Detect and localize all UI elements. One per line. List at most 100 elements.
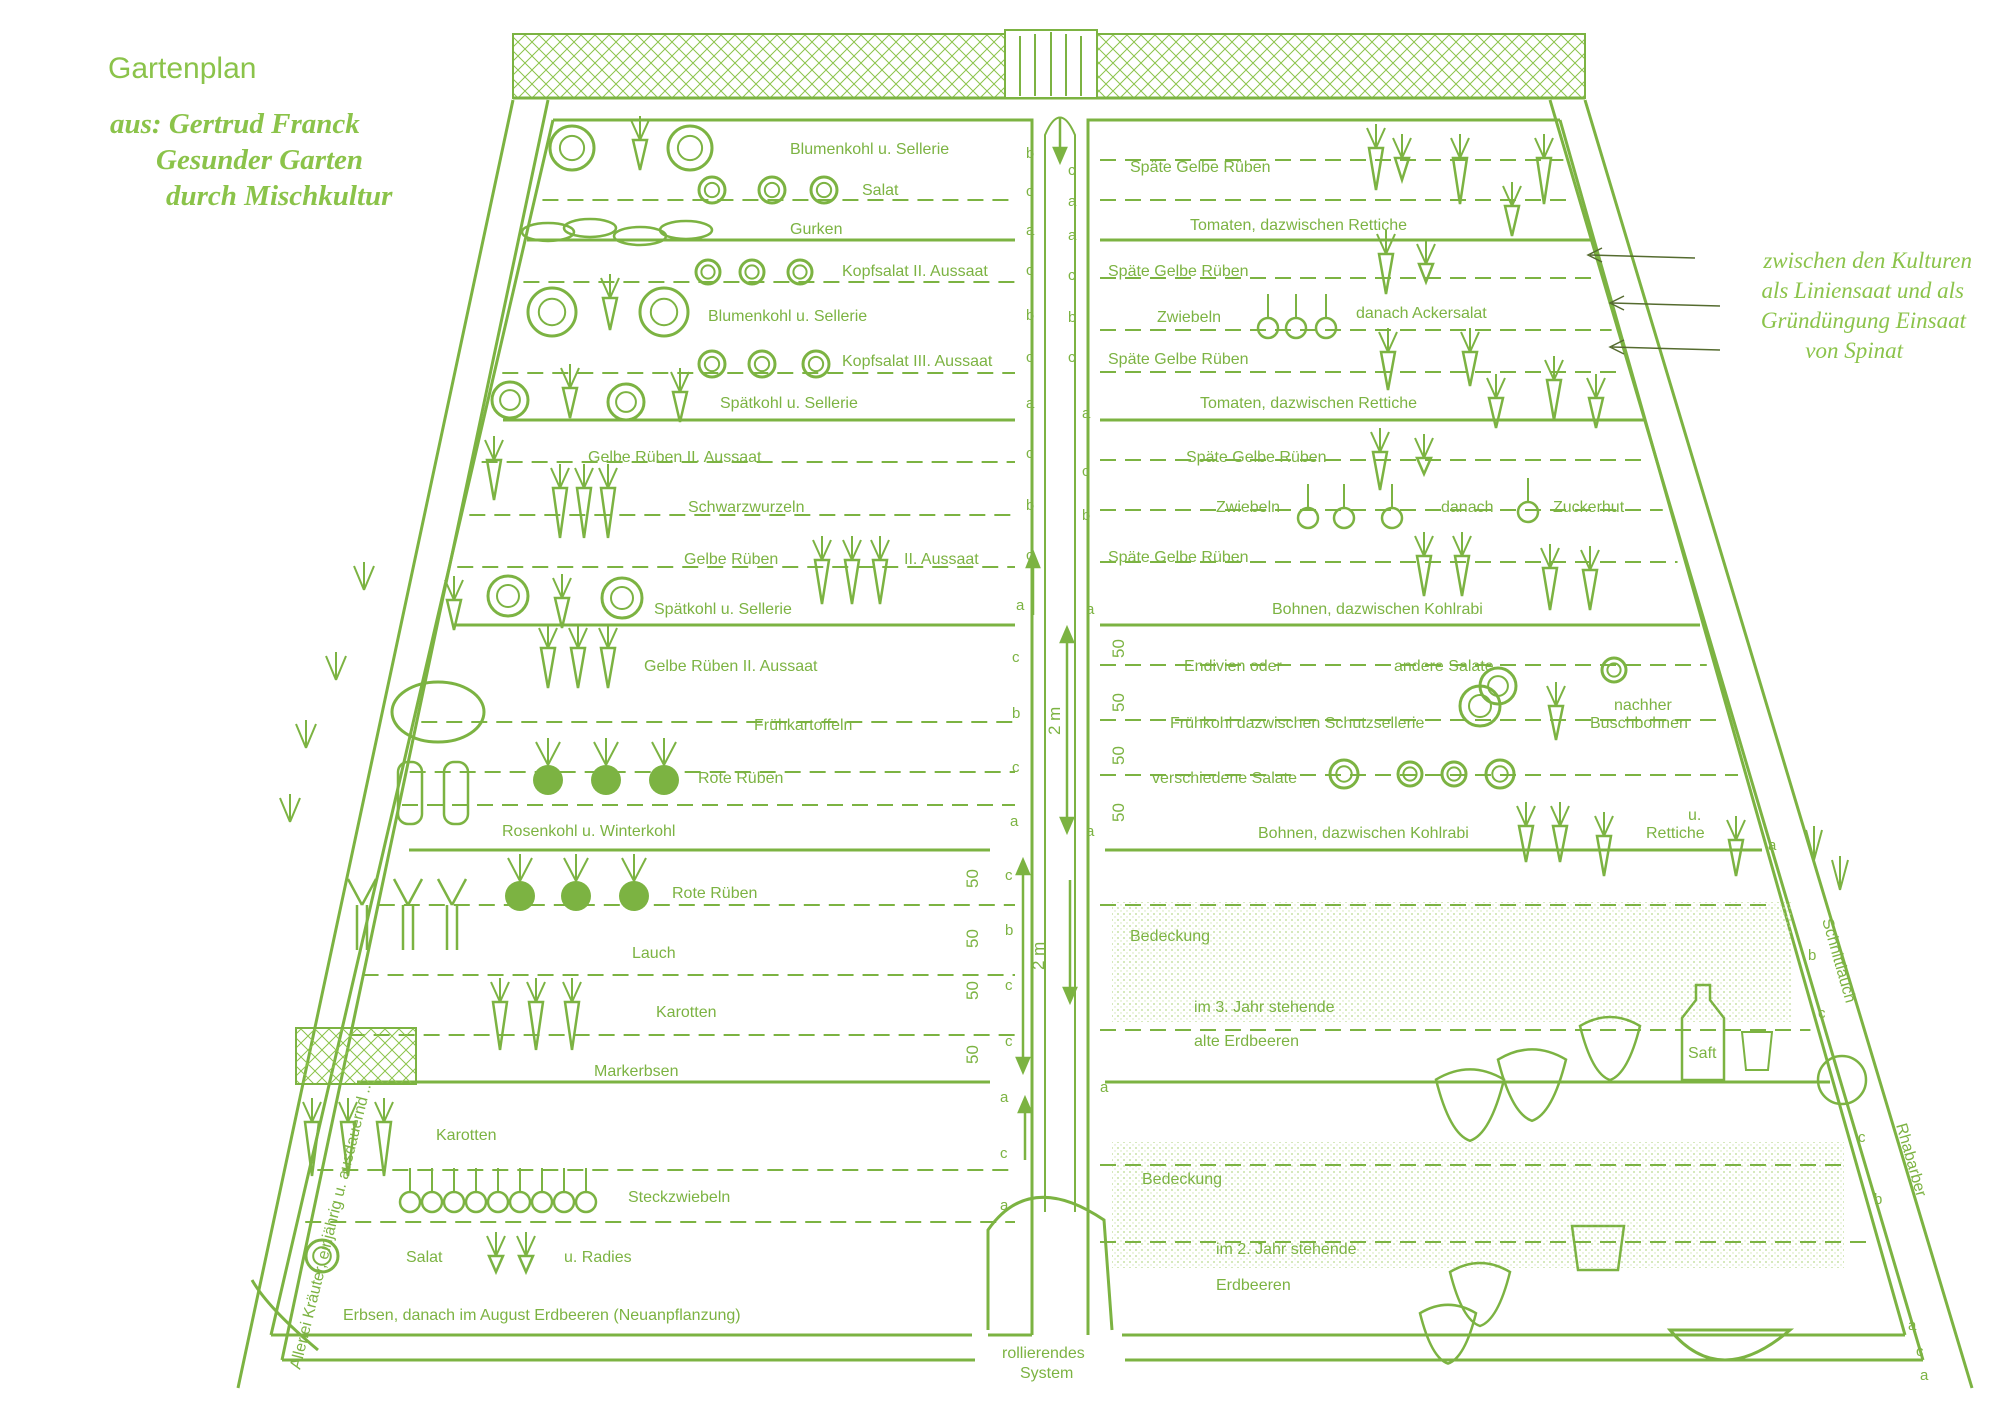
label-markerbsen: Markerbsen [594,1063,678,1080]
root-vegetable-icon [600,274,620,331]
label-saft: Saft [1688,1045,1717,1062]
potato-basket-icon [390,680,486,744]
cabbage-icon [1600,656,1628,684]
row-letter: a [1000,1197,1009,1214]
root-vegetable-icon [1414,532,1434,597]
row-letter: b [1026,307,1034,324]
strawberry-icon [1434,1068,1506,1143]
cabbage-icon [1396,760,1424,788]
cabbage-icon [1458,684,1502,728]
label-r-danach: danach [1441,499,1494,516]
label-r-zwiebeln-1: Zwiebeln [1157,309,1221,326]
onion-icon [530,1168,554,1214]
label-gelbe-rueben-2b: Gelbe Rüben II. Aussaat [644,658,818,675]
root-vegetable-icon [374,1098,394,1177]
cabbage-icon [697,175,727,205]
root-vegetable-icon [1544,356,1564,421]
root-vegetable-icon [598,624,618,689]
root-vegetable-icon [1370,428,1390,491]
cabbage-icon [1484,758,1516,790]
root-vegetable-icon [568,624,588,689]
label-r-fruehkohl: Frühkohl dazwischen Schutzsellerie [1170,715,1424,732]
row-letter: c [1005,977,1013,994]
spacing-number: 50 [1109,746,1128,765]
label-rhabarber: Rhabarber [1892,1121,1929,1199]
row-letter: a [1920,1367,1929,1384]
cucumber-icon [520,221,576,243]
row-letter: c [1916,1343,1924,1360]
label-r-endivien: Endivien oder [1184,658,1283,675]
left-plot [269,118,1034,1337]
root-vegetable-icon [1392,134,1412,185]
label-schnittlauch: Schnittlauch [1818,916,1858,1004]
cabbage-icon [638,286,690,338]
width-label-1: 2 m [1045,707,1064,735]
cucumber-icon [612,225,668,247]
label-rote-rueben-2: Rote Rüben [672,885,757,902]
root-vegetable-icon [630,116,650,171]
beetroot-icon [649,738,679,795]
label-blumenkohl-1: Blumenkohl u. Sellerie [790,141,949,158]
onion-icon [508,1168,532,1214]
label-r-bohnen-2: Bohnen, dazwischen Kohlrabi [1258,825,1469,842]
root-vegetable-icon [560,364,580,419]
herb-icon [325,652,347,681]
cabbage-icon [694,258,722,286]
chives-icon [1831,856,1849,891]
herb-icon [295,720,317,749]
label-r-tomaten-2: Tomaten, dazwischen Rettiche [1200,395,1417,412]
label-erbsen: Erbsen, danach im August Erdbeeren (Neua… [343,1307,741,1324]
row-letter: c [1068,349,1076,366]
label-fruehkartoffeln: Frühkartoffeln [754,717,852,734]
label-r-versch-salate: verschiedene Salate [1152,770,1297,787]
row-letter: c [1858,1129,1866,1146]
cabbage-icon [757,175,787,205]
root-vegetable-icon [1726,816,1746,877]
spacing-number: 50 [963,869,982,888]
row-letter: c [1026,547,1034,564]
root-vegetable-icon [538,624,558,689]
row-letter: b [1068,309,1076,326]
cabbage-icon [747,349,777,379]
root-vegetable-icon [516,1232,536,1276]
label-gelbe-rueben-2a: Gelbe Rüben II. Aussaat [588,449,762,466]
root-vegetable-icon [550,464,570,539]
row-letter: a [1068,227,1077,244]
row-letter: b [1808,947,1816,964]
cabbage-icon [801,349,831,379]
onion-icon [442,1168,466,1214]
cabbage-icon [786,258,814,286]
label-r-spaete-1: Späte Gelbe Rüben [1130,159,1271,176]
onion-icon [1284,294,1308,340]
chives-icon [1805,826,1823,861]
row-letter: a [1100,1079,1109,1096]
cabbage-icon [697,349,727,379]
row-letter: c [1005,1033,1013,1050]
root-vegetable-icon [444,576,464,631]
left-bed-labels: Blumenkohl u. Sellerie Salat Gurken Kopf… [343,141,993,1324]
spacing-number: 50 [963,981,982,1000]
source-line-3: durch Mischkultur [166,180,393,212]
cabbage-icon [738,258,766,286]
right-plot [1086,118,1907,1337]
label-r-spaete-2: Späte Gelbe Rüben [1108,263,1249,280]
plant-illustrations [250,116,1868,1365]
leek-icon [392,878,424,950]
leek-icon [436,878,468,950]
spacing-number: 50 [1109,803,1128,822]
label-lauch: Lauch [632,945,676,962]
rose-arch-icon [986,1195,1114,1331]
beetroot-icon [591,738,621,795]
root-vegetable-icon [1540,544,1560,611]
root-vegetable-icon [1366,124,1386,191]
root-vegetable-icon [1414,434,1434,478]
jar-icon [1570,1224,1626,1272]
row-letter: c [1026,445,1034,462]
source-line-1: aus: Gertrud Franck [110,108,360,140]
note-line-2: als Liniensaat und als [1761,278,1964,303]
strawberry-icon [1418,1303,1478,1365]
row-letter: c [1000,1145,1008,1162]
root-vegetable-icon [1502,182,1522,237]
